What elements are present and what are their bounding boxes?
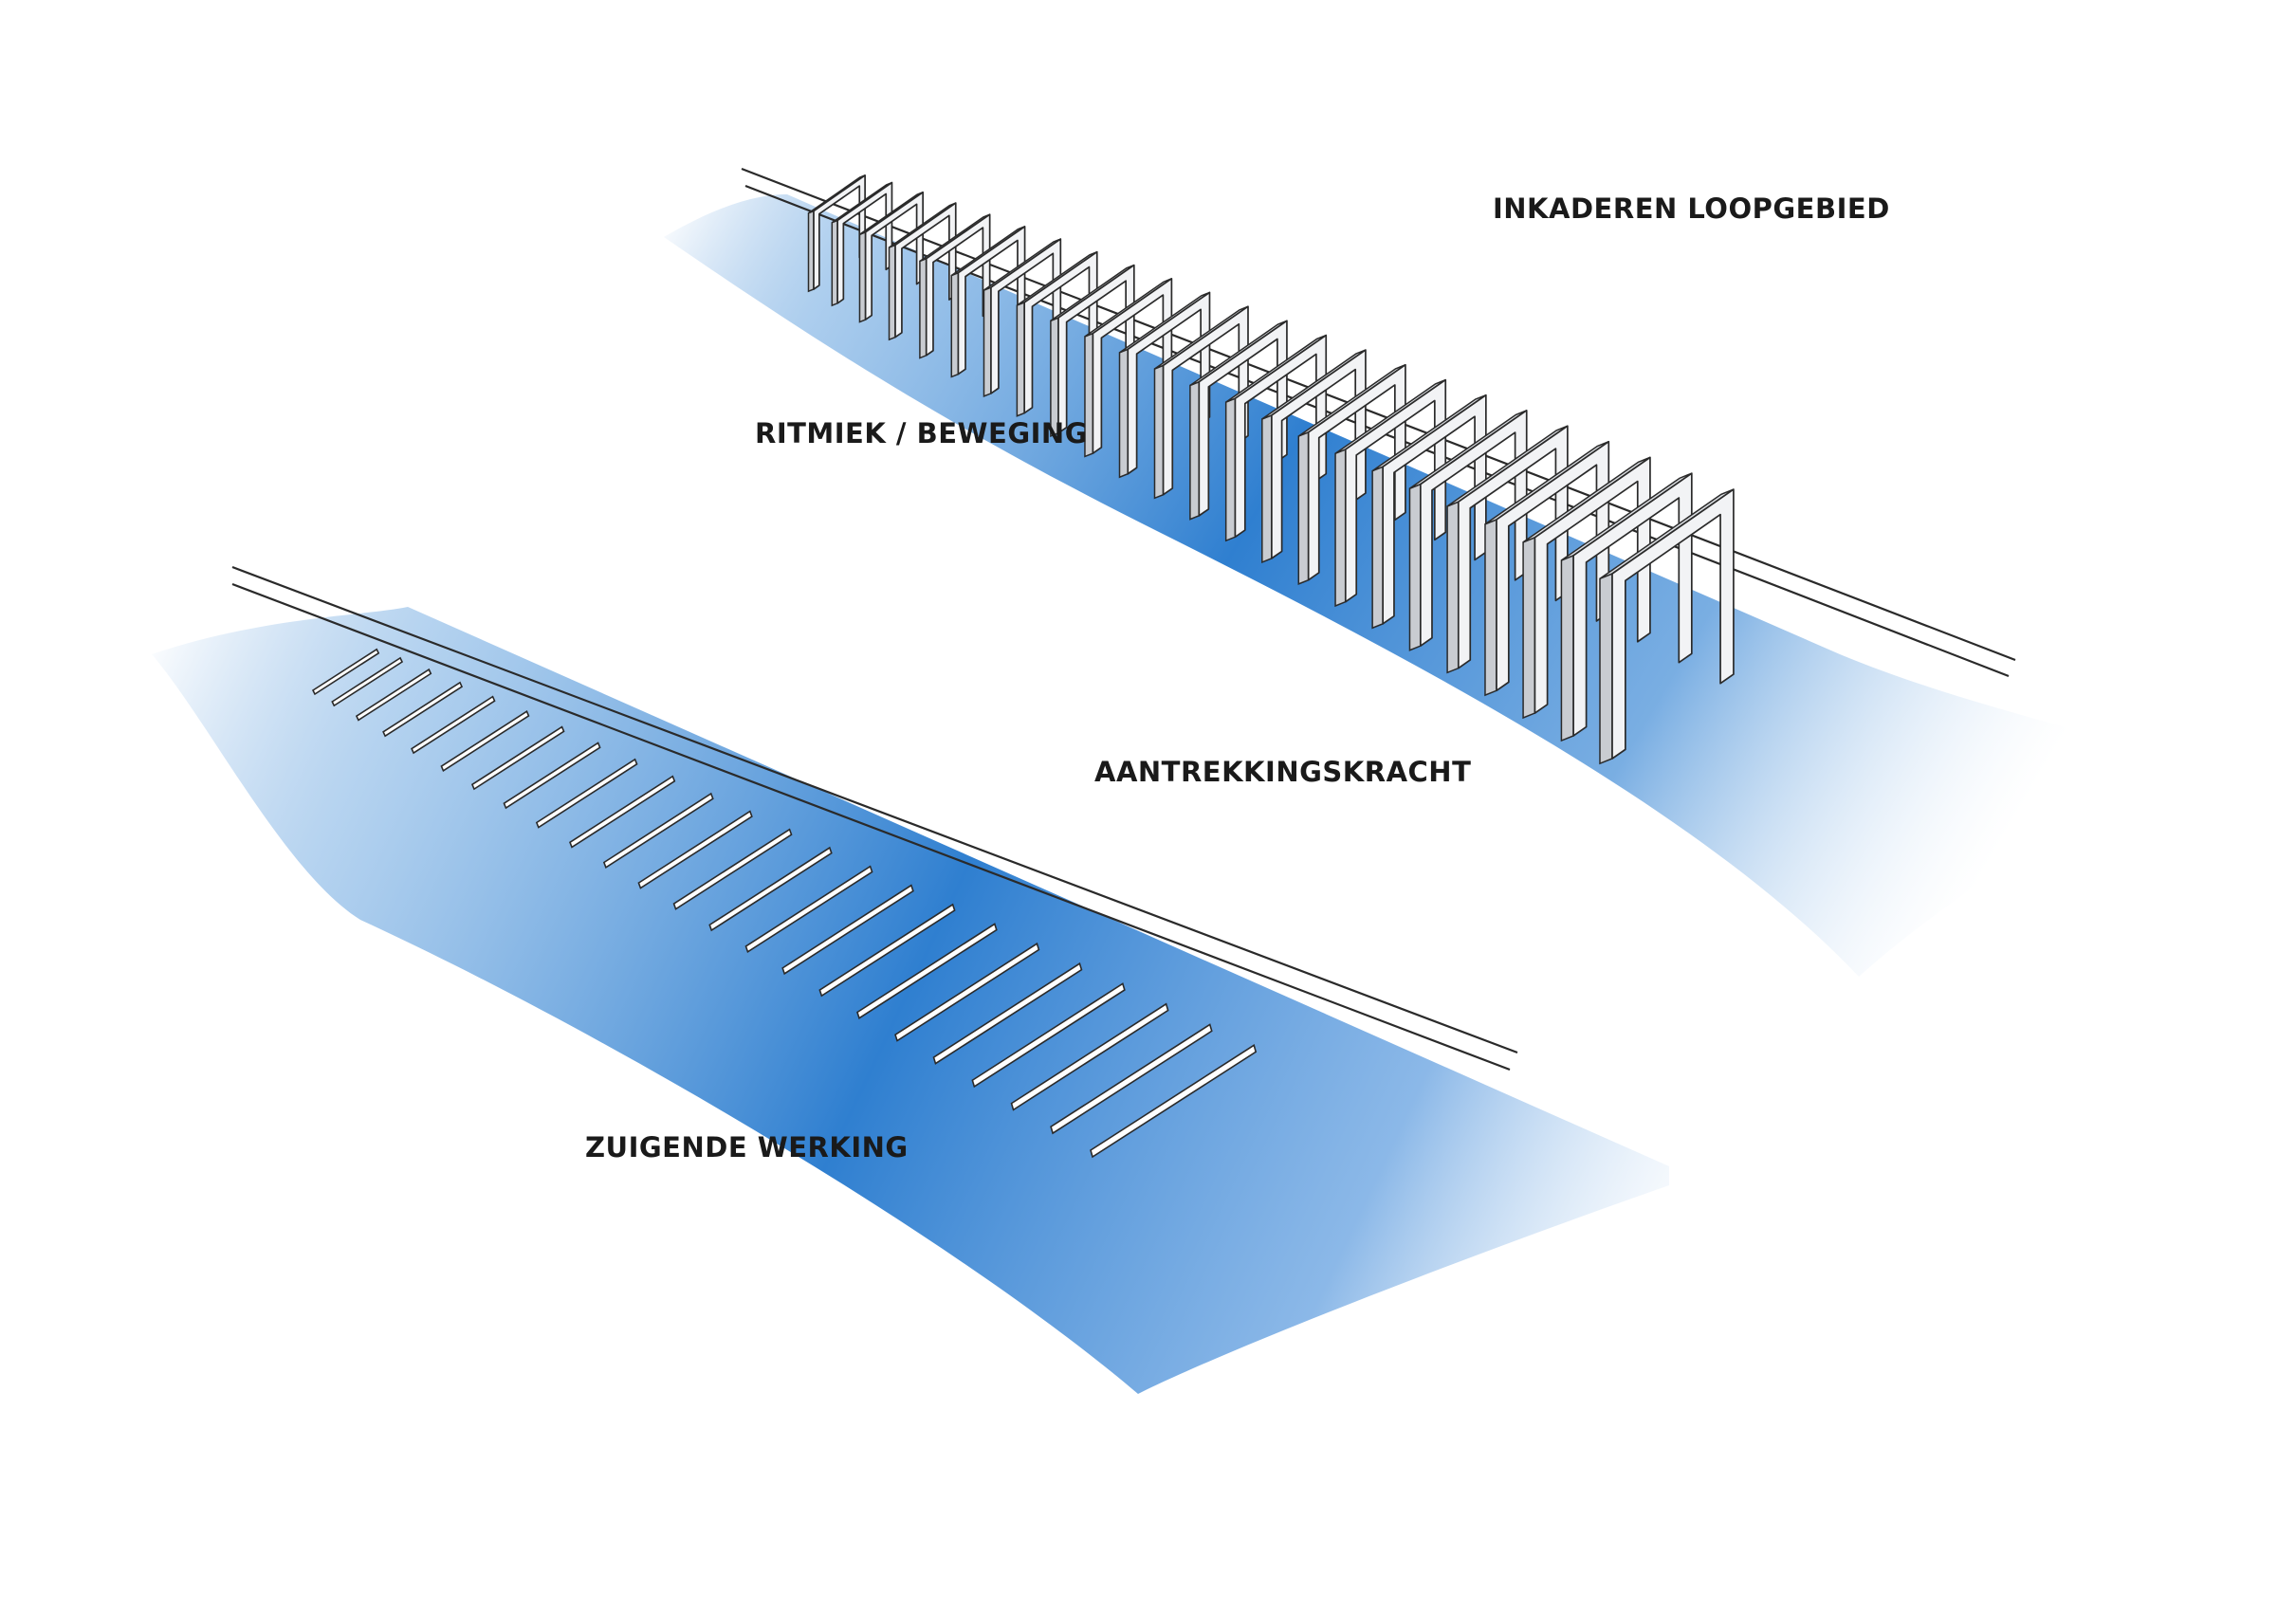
ground-slat — [535, 758, 638, 829]
portal-frame-side — [888, 244, 896, 341]
ground-slat — [708, 846, 833, 932]
portal-frame-face — [894, 202, 957, 339]
portal-frame — [888, 202, 957, 341]
label-framing-walkway: INKADEREN LOOPGEBIED — [1493, 192, 1890, 225]
portal-frame — [1224, 334, 1328, 542]
portal-frame-face — [836, 181, 893, 304]
portal-frame-side — [1484, 518, 1497, 697]
portal-frame — [950, 226, 1026, 378]
ground-slat — [411, 695, 496, 755]
ground-slat — [440, 710, 530, 772]
portal-frame — [831, 181, 893, 307]
ground-slat — [602, 792, 714, 870]
ground-slat — [744, 865, 873, 954]
ground-slat — [672, 828, 793, 910]
portal-frame — [1153, 305, 1249, 500]
ground-slat — [781, 884, 914, 976]
portal-frame — [807, 174, 866, 293]
portal-frame — [1446, 425, 1569, 674]
portal-frame-side — [1599, 572, 1613, 765]
portal-frame-side — [983, 285, 992, 397]
portal-frame-side — [1560, 554, 1574, 742]
ground-slat — [569, 775, 676, 849]
ground-slat — [470, 725, 565, 791]
portal-frame-face — [1572, 472, 1693, 737]
portal-frame-side — [1371, 466, 1384, 630]
portal-frame-face — [1382, 394, 1487, 625]
portal-frame — [1522, 456, 1651, 720]
portal-frame-side — [919, 257, 928, 359]
portal-frame-face — [1307, 363, 1406, 581]
ground-slat — [971, 982, 1126, 1089]
frame-corridor-group — [664, 167, 2172, 977]
portal-frame-side — [1118, 348, 1130, 479]
portal-frame-face — [864, 191, 925, 321]
portal-frame — [1484, 440, 1610, 697]
ground-slat — [932, 962, 1083, 1065]
ground-slat — [637, 810, 753, 889]
portal-frame-face — [1534, 456, 1651, 714]
portal-frame-side — [1446, 501, 1460, 674]
portal-frame-side — [1189, 380, 1201, 521]
ground-slat — [355, 668, 432, 722]
ground-slat — [311, 648, 380, 696]
ground-slat — [503, 742, 601, 810]
portal-frame-face — [1420, 410, 1528, 648]
ground-slat — [1010, 1002, 1169, 1111]
lower-rail-lines — [231, 565, 1518, 1072]
portal-frame — [1371, 394, 1487, 630]
ground-slat — [856, 923, 998, 1019]
portal-frame-face — [925, 213, 991, 357]
ground-slat — [1090, 1044, 1258, 1159]
ground-slat — [894, 942, 1040, 1042]
portal-frame — [858, 191, 925, 323]
portal-frame-side — [950, 271, 960, 378]
portal-frame-side — [858, 230, 867, 323]
suction-effect-group — [152, 565, 1669, 1394]
portal-frame-face — [1344, 378, 1447, 603]
portal-frame — [1334, 378, 1447, 608]
portal-frame-face — [1496, 440, 1610, 692]
portal-frame-side — [1016, 301, 1025, 417]
ground-slats — [311, 648, 1258, 1159]
portal-frames — [807, 174, 1735, 765]
portal-frame-side — [1153, 364, 1165, 500]
portal-frame-side — [1334, 448, 1347, 608]
portal-frame — [1560, 472, 1693, 742]
lower-flow-band — [152, 607, 1669, 1394]
portal-frame — [1408, 410, 1528, 651]
ground-slat — [1050, 1023, 1213, 1135]
portal-frame-side — [1297, 430, 1310, 585]
label-rhythm-movement: RITMIEK / BEWEGING — [755, 417, 1088, 449]
portal-frame-side — [1522, 536, 1536, 720]
portal-frame — [1297, 363, 1406, 585]
portal-frame-side — [1408, 483, 1422, 651]
ground-slat — [331, 656, 404, 707]
ground-slat — [382, 681, 464, 738]
portal-frame-face — [1457, 425, 1569, 669]
label-suction-effect: ZUIGENDE WERKING — [585, 1131, 909, 1163]
ground-slat — [818, 903, 956, 998]
portal-frame — [919, 213, 991, 359]
portal-frame-side — [831, 219, 838, 307]
portal-frame-face — [1611, 488, 1735, 760]
label-attraction-force: AANTREKKINGSKRACHT — [1094, 756, 1472, 788]
portal-frame — [1189, 320, 1288, 521]
portal-frame-side — [1224, 397, 1237, 542]
portal-frame-side — [1261, 413, 1273, 564]
portal-frame — [1599, 488, 1735, 765]
